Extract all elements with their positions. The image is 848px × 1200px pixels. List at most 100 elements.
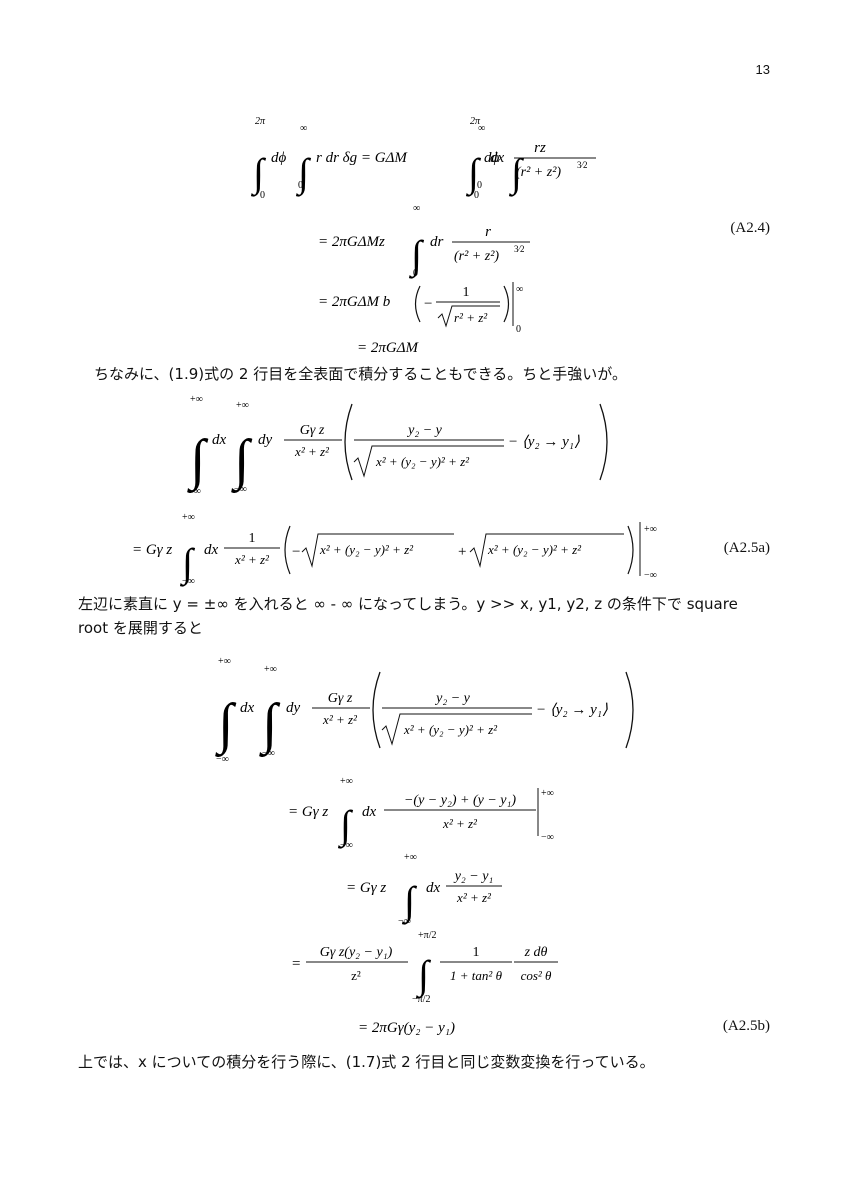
fraction-numerator: y₂ − y₁ (453, 869, 494, 884)
line2-lead: = 2πGΔMz (318, 234, 385, 250)
radical-sign (381, 713, 532, 746)
fraction-numerator: 1 (463, 285, 470, 300)
paragraph-2: 左辺に素直に y = ±∞ を入れると ∞ - ∞ になってしまう。y >> x… (78, 592, 772, 640)
limit-upper: +π/2 (418, 930, 436, 941)
dy: dy (258, 432, 273, 448)
fraction-numerator: rz (534, 140, 546, 156)
radicand: x² + (y₂ − y)² + z² (319, 542, 414, 557)
limit-lower: 0 (474, 190, 479, 201)
limit-upper: ∞ (413, 203, 420, 214)
eq-a24-line3: = 2πGΔM b − 1 r² + z² ∞ 0 (318, 282, 523, 335)
eq-a25b-line2: = Gγ z +∞ ∫ −∞ dx −(y − y₂) + (y − y₁) x… (288, 776, 554, 851)
limit-upper: 2π (470, 116, 481, 127)
radical-sign (301, 533, 454, 568)
eval-lower: −∞ (541, 832, 554, 843)
integral-sign: ∫ (465, 150, 482, 197)
eval-upper: +∞ (644, 524, 657, 535)
integral-sign: ∫ (259, 693, 281, 758)
limit-lower: 0 (477, 180, 482, 191)
limit-lower: −∞ (234, 484, 247, 495)
limit-lower: −∞ (188, 486, 201, 497)
radicand: x² + (y₂ − y)² + z² (375, 454, 470, 469)
line2-lead: = Gγ z (288, 804, 328, 820)
equation-a2-4: 2π ∫ 0 dϕ ∞ ∫ 0 r dr δg = GΔM 2π ∫ 0 dϕ … (250, 116, 596, 356)
eval-upper: +∞ (541, 788, 554, 799)
limit-upper: +∞ (218, 656, 231, 667)
exponent: 3⁄2 (577, 160, 588, 170)
fraction-numerator: z dθ (524, 945, 548, 960)
fraction-denominator: 1 + tan² θ (450, 968, 503, 983)
limit-upper: +∞ (404, 852, 417, 863)
dr: dr (430, 234, 444, 250)
dphi: dϕ (271, 150, 287, 166)
fraction-denominator: x² + z² (442, 816, 478, 831)
fraction-numerator: 1 (249, 531, 256, 546)
prefactor-denominator: x² + z² (294, 444, 330, 459)
eval-lower: 0 (516, 324, 521, 335)
limit-upper: +∞ (340, 776, 353, 787)
limit-lower: −∞ (216, 754, 229, 765)
eq-a24-line2: = 2πGΔMz ∞ ∫ 0 dr r (r² + z²) 3⁄2 (318, 203, 530, 279)
fraction-denominator: (r² + z²) (516, 165, 561, 180)
dx: dx (426, 880, 441, 896)
integral-sign: ∫ (415, 952, 432, 999)
limit-lower: 0 (260, 190, 265, 201)
equation-tag-a2-4: (A2.4) (730, 220, 770, 236)
eq-a24-line1: 2π ∫ 0 dϕ ∞ ∫ 0 r dr δg = GΔM 2π ∫ 0 dϕ … (250, 116, 596, 201)
right-paren (627, 525, 634, 575)
fraction-numerator: r (485, 224, 491, 240)
radicand: x² + (y₂ − y)² + z² (487, 542, 582, 557)
fraction-denominator: z² (351, 968, 361, 983)
fraction-numerator: −(y − y₂) + (y − y₁) (404, 793, 516, 808)
left-paren (414, 285, 421, 323)
eq-a25b-result: = 2πGγ(y₂ − y₁) (358, 1020, 455, 1036)
integral-sign: ∫ (215, 693, 237, 758)
fraction-denominator: x² + z² (234, 552, 270, 567)
integral-sign: ∫ (408, 232, 425, 279)
fraction-numerator: Gγ z(y₂ − y₁) (320, 945, 393, 960)
limit-upper: +∞ (264, 664, 277, 675)
right-paren (625, 671, 634, 749)
fraction-denominator: (r² + z²) (454, 249, 499, 264)
left-paren (344, 403, 353, 481)
eq-a25b-line1: +∞ ∫ −∞ dx +∞ ∫ −∞ dy Gγ z x² + z² y₂ − … (215, 656, 634, 765)
limit-lower: 0 (298, 180, 303, 191)
limit-upper: 2π (255, 116, 266, 127)
radical-sign (437, 305, 500, 328)
minus-sign: − (424, 296, 432, 312)
right-paren (503, 285, 510, 323)
swap-term: − ⟨y₂ → y₁⟩ (508, 434, 580, 450)
equation-a2-5a: +∞ ∫ −∞ dx +∞ ∫ −∞ dy Gγ z x² + z² y₂ − … (132, 394, 657, 587)
limit-lower: −∞ (398, 916, 411, 927)
eval-lower: −∞ (644, 570, 657, 581)
prefactor-numerator: Gγ z (328, 691, 353, 706)
limit-upper: +∞ (182, 512, 195, 523)
dx: dx (362, 804, 377, 820)
eq-a25b-line3: = Gγ z +∞ ∫ −∞ dx y₂ − y₁ x² + z² (346, 852, 502, 927)
radicand: x² + (y₂ − y)² + z² (403, 722, 498, 737)
fraction-numerator: y₂ − y (406, 423, 443, 438)
minus-sign: − (292, 544, 300, 560)
integral-sign: ∫ (337, 802, 354, 849)
limit-upper: ∞ (478, 123, 485, 134)
radical-sign (353, 445, 504, 478)
page-number: 13 (755, 62, 770, 77)
limit-upper: +∞ (236, 400, 249, 411)
equals-sign: = (292, 956, 300, 972)
limit-upper: ∞ (300, 123, 307, 134)
equation-tag-a2-5a: (A2.5a) (723, 540, 770, 556)
equation-tag-a2-5b: (A2.5b) (722, 1018, 770, 1034)
limit-lower: −π/2 (412, 994, 430, 1005)
eq-a25a-line1: +∞ ∫ −∞ dx +∞ ∫ −∞ dy Gγ z x² + z² y₂ − … (187, 394, 608, 497)
limit-upper: +∞ (190, 394, 203, 405)
line3-lead: = Gγ z (346, 880, 386, 896)
swap-term: − ⟨y₂ → y₁⟩ (536, 702, 608, 718)
eq-a24-result: = 2πGΔM (357, 340, 420, 356)
prefactor-denominator: x² + z² (322, 712, 358, 727)
eq-a25a-line2: = Gγ z +∞ ∫ −∞ dx 1 x² + z² − x² + (y₂ −… (132, 512, 657, 587)
limit-lower: 0 (413, 268, 418, 279)
exponent: 3⁄2 (514, 244, 525, 254)
integral-sign: ∫ (231, 429, 253, 494)
eval-upper: ∞ (516, 284, 523, 295)
